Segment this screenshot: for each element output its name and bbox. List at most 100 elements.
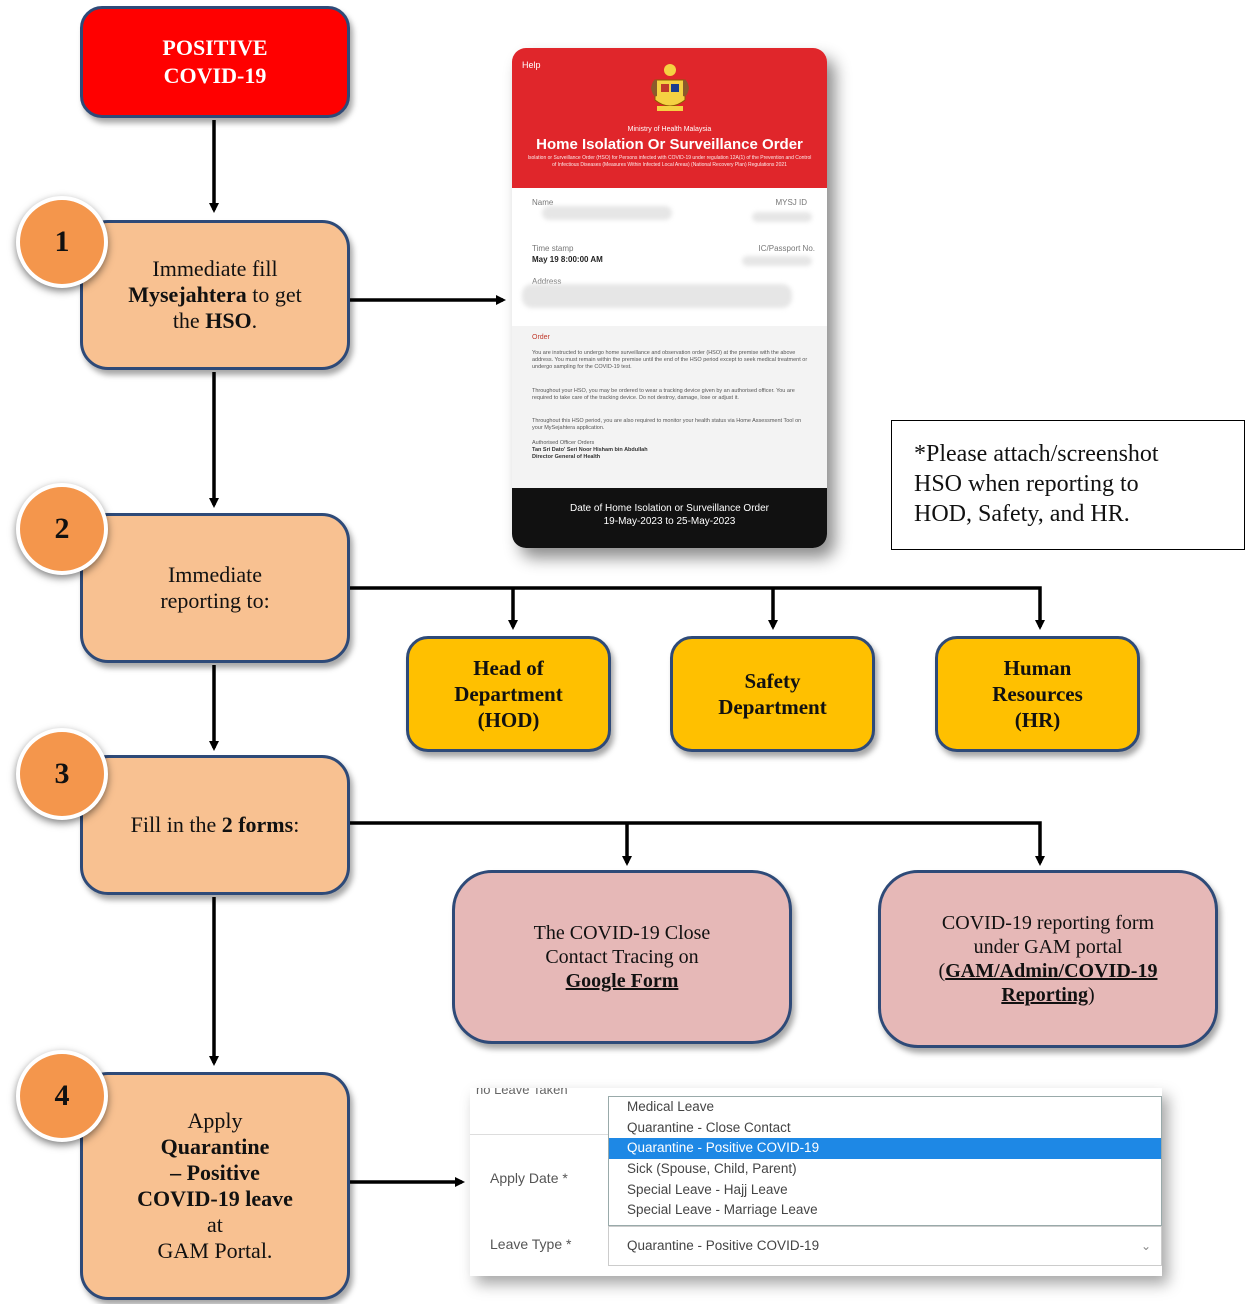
form-gam-line1: COVID-19 reporting form xyxy=(941,912,1155,934)
step-4-covid-leave: COVID-19 leave xyxy=(137,1186,293,1211)
hso-ministry: Ministry of Health Malaysia xyxy=(627,126,712,133)
step-4-gam-portal: GAM Portal. xyxy=(157,1238,273,1263)
hso-officer-label: Authorised Officer Orders xyxy=(532,440,595,446)
leave-type-select[interactable]: Quarantine - Positive COVID-19 ⌄ xyxy=(608,1226,1162,1266)
note-line3: HOD, Safety, and HR. xyxy=(914,501,1130,527)
hso-officer-title: Director General of Health xyxy=(532,454,601,460)
form-gam-open-paren: ( xyxy=(938,960,946,982)
dept-hr-line1: Human xyxy=(1003,656,1072,680)
form-gam-box: COVID-19 reporting form under GAM portal… xyxy=(878,870,1218,1048)
hso-footer-dates: 19-May-2023 to 25-May-2023 xyxy=(603,516,736,527)
step-1-mysejahtera: Mysejahtera xyxy=(128,282,247,307)
step-3-text-post: : xyxy=(293,812,300,837)
step-2-badge: 2 xyxy=(16,483,108,575)
leave-option[interactable]: Special Leave - Marriage Leave xyxy=(627,1202,818,1218)
form-gam-close-paren: ) xyxy=(1088,984,1095,1006)
step-3-text: Fill in the 2 forms: xyxy=(131,812,300,838)
dept-hod-line1: Head of xyxy=(473,656,544,680)
leave-option[interactable]: Quarantine - Close Contact xyxy=(627,1119,791,1135)
form-google-box: The COVID-19 Close Contact Tracing on Go… xyxy=(452,870,792,1044)
gam-reporting-link[interactable]: Reporting xyxy=(1001,984,1088,1006)
hso-screenshot: Help Ministry of Health Malaysia Home Is… xyxy=(512,48,827,548)
dept-hod-box: Head of Department (HOD) xyxy=(406,636,611,752)
hso-mysj-label: MYSJ ID xyxy=(775,198,807,207)
step-3-two-forms: 2 forms xyxy=(221,812,294,837)
step-3-text-pre: Fill in the xyxy=(130,812,222,837)
hso-address-label: Address xyxy=(532,277,562,286)
step-1-text-post: . xyxy=(251,308,258,333)
gam-admin-link[interactable]: GAM/Admin/COVID-19 xyxy=(945,960,1158,982)
leave-option-selected[interactable]: Quarantine - Positive COVID-19 xyxy=(609,1138,1161,1160)
step-1-number: 1 xyxy=(54,225,70,258)
dept-hr-line2: Resources xyxy=(992,682,1083,706)
leave-type-options[interactable]: Medical Leave Quarantine - Close Contact… xyxy=(608,1096,1162,1226)
step-1-hso: HSO xyxy=(205,308,252,333)
dept-hod-line3: (HOD) xyxy=(477,708,540,732)
dept-hr-box: Human Resources (HR) xyxy=(935,636,1140,752)
note-line1: *Please attach/screenshot xyxy=(914,441,1159,467)
hso-header: Help Ministry of Health Malaysia Home Is… xyxy=(512,48,827,188)
hso-footer: Date of Home Isolation or Surveillance O… xyxy=(512,488,827,548)
leave-option[interactable]: Special Leave - Hajj Leave xyxy=(627,1181,788,1197)
hso-footer-title: Date of Home Isolation or Surveillance O… xyxy=(570,503,769,514)
dept-safety-line1: Safety xyxy=(744,669,801,693)
leave-cut-label: no Leave Taken xyxy=(476,1088,568,1097)
hso-officer-name: Tan Sri Dato' Seri Noor Hisham bin Abdul… xyxy=(532,447,648,453)
step-2-box: Immediate reporting to: xyxy=(80,513,350,663)
form-gam-path: (GAM/Admin/COVID-19 xyxy=(939,959,1158,983)
hso-order-title: Order xyxy=(532,334,550,341)
form-gam-line2: under GAM portal xyxy=(973,936,1123,958)
hso-address-redacted xyxy=(522,284,792,308)
start-line2: COVID-19 xyxy=(163,63,267,88)
step-2-number: 2 xyxy=(54,512,70,545)
step-1-text: Immediate fill Mysejahtera to get the HS… xyxy=(83,256,347,334)
start-line1: POSITIVE xyxy=(162,35,268,60)
hso-order-p3: Throughout this HSO period, you are also… xyxy=(532,418,802,431)
leave-option[interactable]: Sick (Spouse, Child, Parent) xyxy=(627,1161,797,1177)
form-google-line1: The COVID-19 Close xyxy=(533,922,711,944)
leave-option[interactable]: Medical Leave xyxy=(627,1099,715,1114)
dept-safety-line2: Department xyxy=(718,695,827,719)
step-2-text: Immediate reporting to: xyxy=(160,562,270,613)
hso-time-value: May 19 8:00:00 AM xyxy=(532,255,603,264)
step-4-apply: Apply xyxy=(187,1108,243,1133)
hso-name-redacted xyxy=(542,206,672,220)
dept-hod-line2: Department xyxy=(454,682,563,706)
leave-divider xyxy=(470,1134,610,1135)
step-4-quarantine: Quarantine xyxy=(160,1134,270,1159)
hso-order-p2: Throughout your HSO, you may be ordered … xyxy=(532,388,795,401)
leave-type-screenshot: no Leave Taken Apply Date * Leave Type *… xyxy=(470,1088,1162,1276)
hso-help-link[interactable]: Help xyxy=(522,60,541,70)
step-4-at: at xyxy=(207,1212,223,1237)
form-gam-path-end: Reporting) xyxy=(1001,983,1094,1007)
step-4-number: 4 xyxy=(54,1079,70,1112)
step-4-box: Apply Quarantine – Positive COVID-19 lea… xyxy=(80,1072,350,1300)
step-4-badge: 4 xyxy=(16,1050,108,1142)
step-1-badge: 1 xyxy=(16,196,108,288)
apply-date-label: Apply Date * xyxy=(490,1170,568,1186)
dept-safety-box: Safety Department xyxy=(670,636,875,752)
attach-hso-note: *Please attach/screenshot HSO when repor… xyxy=(891,420,1245,550)
hso-time-label: Time stamp xyxy=(532,244,574,253)
google-form-link[interactable]: Google Form xyxy=(565,970,679,992)
step-1-text-mid: to get the xyxy=(172,282,302,333)
hso-description: Isolation or Surveillance Order (HSO) fo… xyxy=(527,155,812,168)
hso-order-section: Order You are instructed to undergo home… xyxy=(512,326,827,488)
hso-mysj-redacted xyxy=(752,212,812,222)
hso-name-label: Name xyxy=(532,198,554,207)
positive-covid-box: POSITIVE COVID-19 xyxy=(80,6,350,118)
step-3-badge: 3 xyxy=(16,728,108,820)
malaysia-crest-icon xyxy=(651,64,689,111)
step-1-text-pre: Immediate fill xyxy=(152,256,278,281)
hso-ic-redacted xyxy=(742,256,812,266)
hso-order-p1: You are instructed to undergo home surve… xyxy=(532,350,808,370)
step-3-number: 3 xyxy=(54,757,70,790)
chevron-down-icon: ⌄ xyxy=(1140,1239,1151,1253)
leave-type-label: Leave Type * xyxy=(490,1236,572,1252)
leave-type-selected-value: Quarantine - Positive COVID-19 xyxy=(627,1238,820,1253)
step-1-box: Immediate fill Mysejahtera to get the HS… xyxy=(80,220,350,370)
step-3-box: Fill in the 2 forms: xyxy=(80,755,350,895)
form-google-line2: Contact Tracing on xyxy=(545,946,699,968)
hso-ic-label: IC/Passport No. xyxy=(758,244,815,253)
